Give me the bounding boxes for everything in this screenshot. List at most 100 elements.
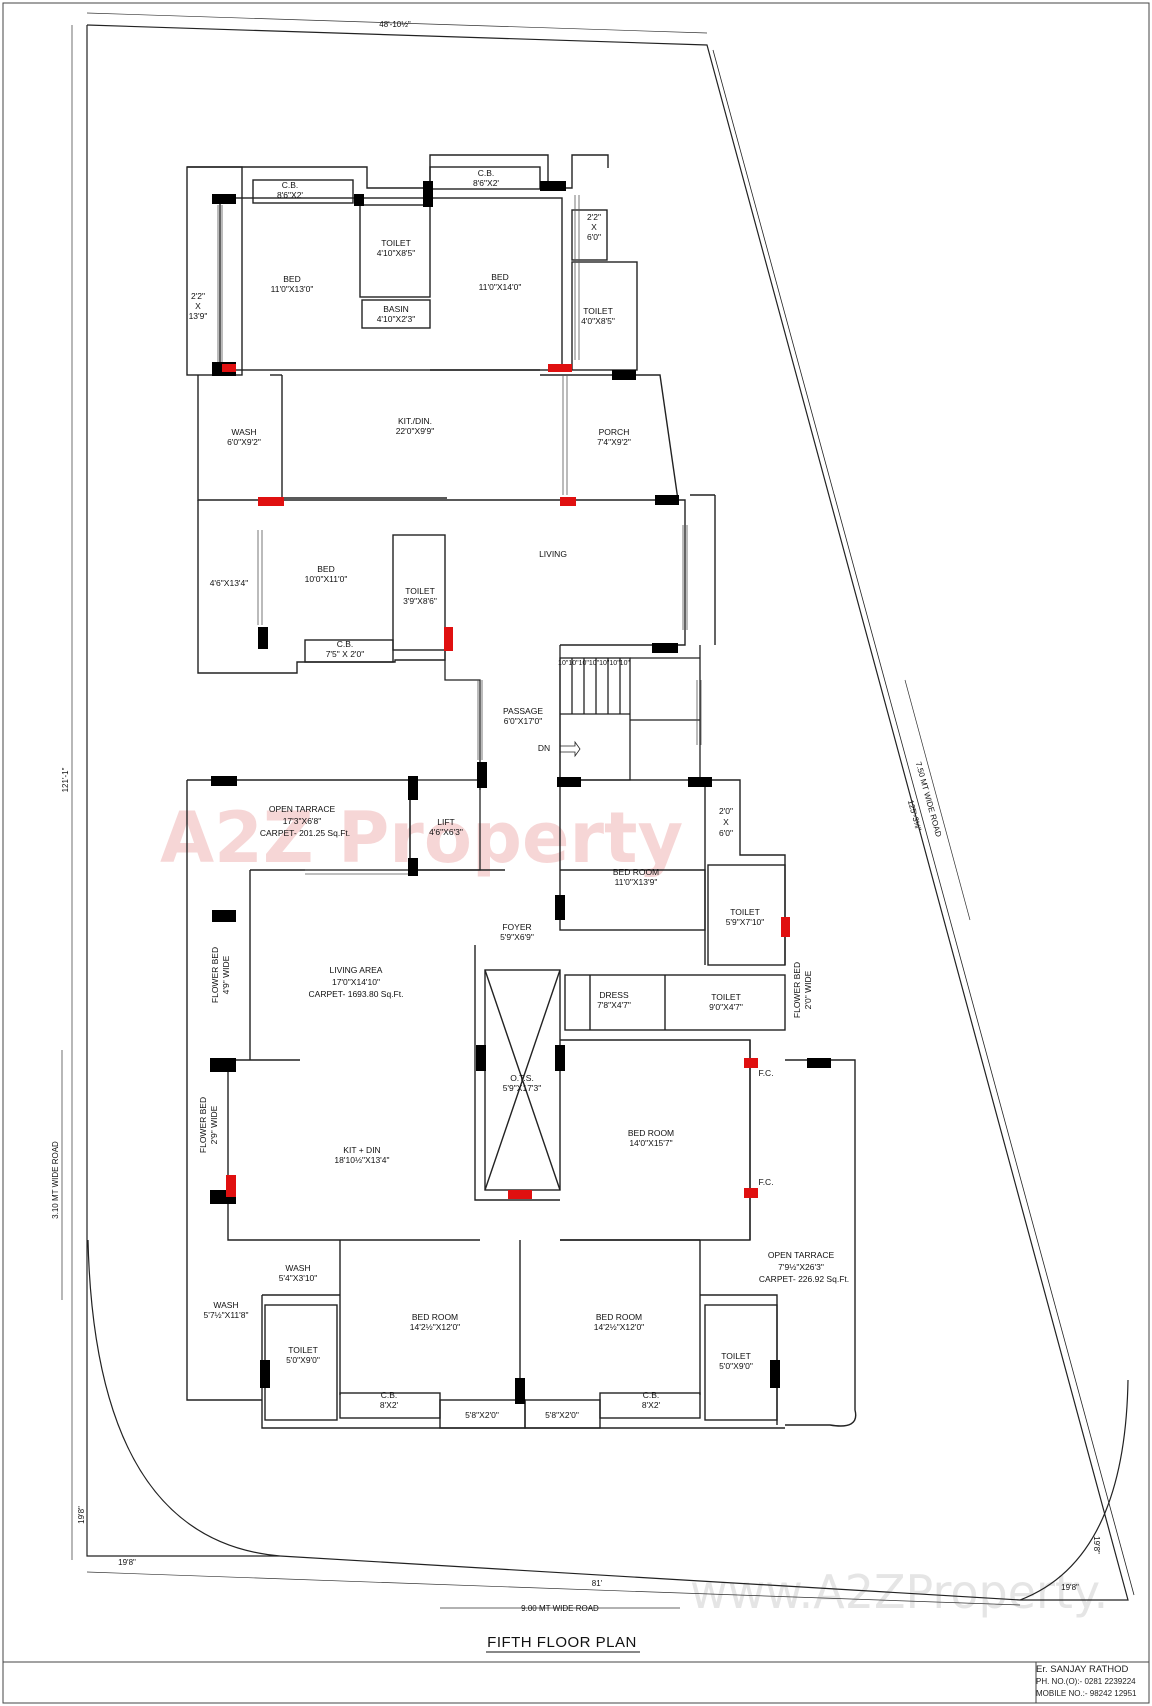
walls-lower-flat bbox=[186, 779, 857, 1429]
room-cb4: C.B.8'X2' bbox=[380, 1390, 399, 1410]
room-kitdin2-name: KIT + DIN bbox=[343, 1145, 380, 1155]
walls-upper-flat bbox=[186, 154, 716, 674]
room-dress-size: 7'8"X4'7" bbox=[597, 1000, 631, 1010]
room-lift-name: LIFT bbox=[437, 817, 454, 827]
room-toilet1-size: 4'10"X8'5" bbox=[377, 248, 416, 258]
plan-title: FIFTH FLOOR PLAN bbox=[487, 1634, 637, 1651]
room-cb5-size: 8'X2' bbox=[642, 1400, 661, 1410]
room-toilet7-name: TOILET bbox=[721, 1351, 751, 1361]
small-dim-3-c: 6'0" bbox=[719, 828, 733, 838]
room-cb1: C.B.8'6"X2' bbox=[277, 180, 303, 200]
room-wash1-name: WASH bbox=[231, 427, 256, 437]
room-cb3-name: C.B. bbox=[337, 639, 354, 649]
dim-sw-vertical: 19'8" bbox=[77, 1506, 86, 1524]
small-dim-1-c: 13'9" bbox=[189, 311, 208, 321]
small-dim-2-c: 6'0" bbox=[587, 232, 601, 242]
room-dn: DN bbox=[538, 743, 550, 753]
room-toilet6-size: 5'0"X9'0" bbox=[286, 1355, 320, 1365]
room-bed3-name: BED bbox=[317, 564, 334, 574]
room-toilet2-name: TOILET bbox=[583, 306, 613, 316]
room-dress-name: DRESS bbox=[599, 990, 629, 1000]
flower-bed-3: FLOWER BED 2'0" WIDE bbox=[792, 962, 813, 1018]
room-toilet7-size: 5'0"X9'0" bbox=[719, 1361, 753, 1371]
small-dim-1-a: 2'2" bbox=[191, 291, 205, 301]
open-terrace-1-carpet: CARPET- 201.25 Sq.Ft. bbox=[260, 828, 350, 838]
room-wash1-size: 6'0"X9'2" bbox=[227, 437, 261, 447]
room-foyer-name: FOYER bbox=[502, 922, 531, 932]
watermark-logo-text: A2Z Property bbox=[160, 797, 683, 879]
room-basin-size: 4'10"X2'3" bbox=[377, 314, 416, 324]
open-terrace-2: OPEN TARRACE 7'9½"X26'3" CARPET- 226.92 … bbox=[759, 1250, 849, 1284]
flower-bed-1-line2: 4'9" WIDE bbox=[221, 955, 231, 994]
room-kitdin2-size: 18'10½"X13'4" bbox=[334, 1155, 389, 1165]
room-fc2-name: F.C. bbox=[758, 1177, 773, 1187]
room-passage-size: 6'0"X17'0" bbox=[504, 716, 543, 726]
open-terrace-2-size: 7'9½"X26'3" bbox=[778, 1262, 824, 1272]
dim-top: 48'-10½" bbox=[379, 20, 411, 29]
room-ots: O.T.S.5'9"X17'3" bbox=[503, 1073, 542, 1093]
room-bed1-size: 11'0"X13'0" bbox=[271, 284, 314, 294]
room-foyer-size: 5'9"X6'9" bbox=[500, 932, 534, 942]
living-area-carpet: CARPET- 1693.80 Sq.Ft. bbox=[309, 989, 404, 999]
room-cb5: C.B.8'X2' bbox=[642, 1390, 661, 1410]
room-fc2: F.C. bbox=[758, 1177, 773, 1187]
flower-bed-2: FLOWER BED 2'9" WIDE bbox=[198, 1097, 219, 1153]
room-toilet4-name: TOILET bbox=[730, 907, 760, 917]
flower-bed-1-line1: FLOWER BED bbox=[210, 947, 220, 1003]
living-area: LIVING AREA 17'0"X14'10" CARPET- 1693.80… bbox=[309, 965, 404, 999]
engineer-name: Er. SANJAY RATHOD bbox=[1036, 1664, 1129, 1675]
columns-black bbox=[210, 181, 831, 1404]
dim-east: 125'-3⅛" bbox=[906, 799, 923, 832]
room-cb2-size: 8'6"X2' bbox=[473, 178, 499, 188]
room-kitdin1-name: KIT./DIN. bbox=[398, 416, 432, 426]
room-bedroom2-name: BED ROOM bbox=[628, 1128, 674, 1138]
room-ots-size: 5'9"X17'3" bbox=[503, 1083, 542, 1093]
room-porch-size: 7'4"X9'2" bbox=[597, 437, 631, 447]
room-basin-name: BASIN bbox=[383, 304, 409, 314]
room-toilet2-size: 4'0"X8'5" bbox=[581, 316, 615, 326]
room-ledge1-name: 5'8"X2'0" bbox=[465, 1410, 499, 1420]
open-terrace-1-size: 17'3"X6'8" bbox=[283, 816, 322, 826]
room-dn-name: DN bbox=[538, 743, 550, 753]
room-bed3-size: 10'0"X11'0" bbox=[305, 574, 348, 584]
room-kitdin1: KIT./DIN.22'0"X9'9" bbox=[396, 416, 435, 436]
room-fc1: F.C. bbox=[758, 1068, 773, 1078]
small-dim-3-b: X bbox=[723, 817, 729, 827]
room-cb1-size: 8'6"X2' bbox=[277, 190, 303, 200]
room-bedroom3-size: 14'2½"X12'0" bbox=[410, 1322, 460, 1332]
room-cb3-size: 7'5" X 2'0" bbox=[326, 649, 365, 659]
columns-red bbox=[222, 364, 790, 1199]
small-dim-1: 2'2" X 13'9" bbox=[189, 291, 208, 321]
dimension-lines bbox=[61, 12, 1021, 1609]
room-bedroom2-size: 14'0"X15'7" bbox=[629, 1138, 672, 1148]
room-cb3: C.B.7'5" X 2'0" bbox=[326, 639, 365, 659]
open-terrace-2-name: OPEN TARRACE bbox=[768, 1250, 835, 1260]
room-ledge1: 5'8"X2'0" bbox=[465, 1410, 499, 1420]
room-bedroom4-size: 14'2½"X12'0" bbox=[594, 1322, 644, 1332]
room-toilet3-size: 3'9"X8'6" bbox=[403, 596, 437, 606]
room-toilet6-name: TOILET bbox=[288, 1345, 318, 1355]
plot-boundary bbox=[86, 24, 1135, 1601]
flower-bed-3-line2: 2'0" WIDE bbox=[803, 970, 813, 1009]
open-terrace-1-name: OPEN TARRACE bbox=[269, 804, 336, 814]
living-area-size: 17'0"X14'10" bbox=[332, 977, 380, 987]
room-bedroom1-size: 11'0"X13'9" bbox=[615, 877, 658, 887]
room-kitdin1-size: 22'0"X9'9" bbox=[396, 426, 435, 436]
room-cb4-name: C.B. bbox=[381, 1390, 398, 1400]
